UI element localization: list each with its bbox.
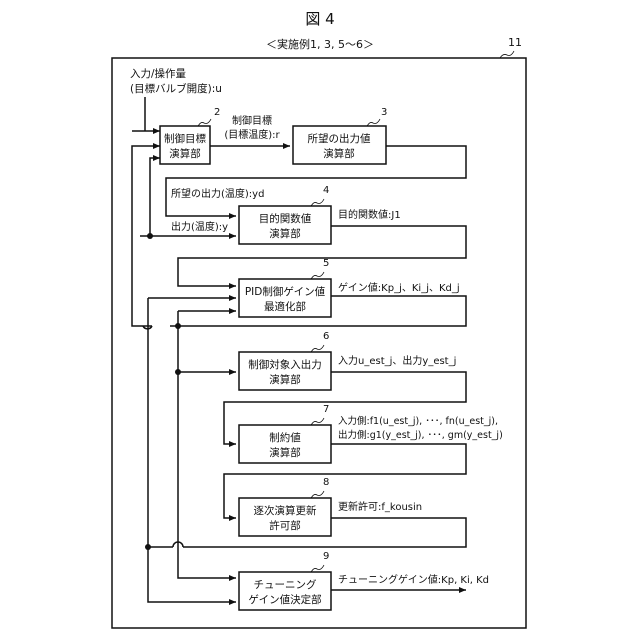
block-6-line1: 制御対象入出力	[248, 358, 322, 371]
signal-constraint-in: 入力側:f1(u_est_j), ･･･, fn(u_est_j),	[338, 415, 498, 427]
junction-gains	[175, 323, 181, 329]
block-9-ref: 9	[323, 551, 329, 562]
block-7-ref: 7	[323, 404, 329, 415]
block-4-line1: 目的関数値	[259, 212, 312, 225]
block-9-line1: チューニング	[254, 578, 317, 591]
block-8: 逐次演算更新 許可部 8	[239, 477, 331, 536]
signal-labels: 制御目標 (目標温度):r 所望の出力(温度):yd 出力(温度):y 目的関数…	[171, 114, 503, 586]
block-3-line1: 所望の出力値	[308, 132, 371, 145]
wire-y-to-block2	[150, 158, 160, 236]
frame-ref-label: 11	[508, 36, 522, 49]
block-7-line2: 演算部	[269, 446, 301, 459]
block-9-line2: ゲイン値決定部	[248, 593, 321, 606]
block-8-line1: 逐次演算更新	[254, 504, 317, 517]
signal-y: 出力(温度):y	[171, 220, 228, 233]
signal-gains-j: ゲイン値:Kp_j、Ki_j、Kd_j	[338, 281, 460, 294]
figure-title: 図 4	[305, 10, 334, 28]
block-2: 制御目標 演算部 2	[160, 107, 220, 164]
input-label-line1: 入力/操作量	[130, 67, 187, 80]
wire-update-to-block9	[148, 298, 236, 602]
block-2-line2: 演算部	[169, 147, 201, 160]
block-5-ref: 5	[323, 258, 329, 269]
block-5-line2: 最適化部	[264, 300, 306, 313]
signal-tuning: チューニングゲイン値:Kp, Ki, Kd	[338, 573, 489, 586]
block-4-line2: 演算部	[269, 227, 301, 240]
block-7-line1: 制約値	[269, 431, 301, 444]
block-7: 制約値 演算部 7	[239, 404, 331, 463]
signal-r-line2: (目標温度):r	[224, 128, 280, 141]
block-6: 制御対象入出力 演算部 6	[239, 331, 331, 390]
block-6-ref: 6	[323, 331, 329, 342]
block-2-line1: 制御目標	[164, 132, 206, 145]
block-8-ref: 8	[323, 477, 329, 488]
figure-subtitle: ＜実施例1, 3, 5〜6＞	[266, 37, 374, 51]
block-2-ref: 2	[214, 107, 220, 118]
block-3-ref: 3	[381, 107, 387, 118]
block-4-ref: 4	[323, 185, 329, 196]
signal-r-line1: 制御目標	[232, 114, 272, 127]
input-label-line2: (目標バルブ開度):u	[130, 82, 222, 95]
junction-update	[145, 544, 151, 550]
signal-j1: 目的関数値:J1	[338, 208, 401, 221]
frame-ref-leader	[500, 51, 514, 58]
signal-yd: 所望の出力(温度):yd	[171, 187, 264, 200]
signal-constraint-out: 出力側:g1(y_est_j), ･･･, gm(y_est_j)	[338, 429, 503, 441]
block-3: 所望の出力値 演算部 3	[293, 107, 387, 164]
junctions	[145, 233, 181, 550]
block-3-line2: 演算部	[323, 147, 355, 160]
junction-y	[147, 233, 153, 239]
block-5: PID制御ゲイン値 最適化部 5	[239, 258, 331, 317]
block-5-line1: PID制御ゲイン値	[245, 285, 326, 298]
block-6-line2: 演算部	[269, 373, 301, 386]
junction-block6	[175, 369, 181, 375]
block-8-line2: 許可部	[269, 519, 301, 532]
signal-io-est: 入力u_est_j、出力y_est_j	[338, 354, 456, 367]
signal-update: 更新許可:f_kousin	[338, 500, 422, 513]
wire-bus-to-block9	[178, 326, 236, 578]
block-9: チューニング ゲイン値決定部 9	[239, 551, 331, 610]
